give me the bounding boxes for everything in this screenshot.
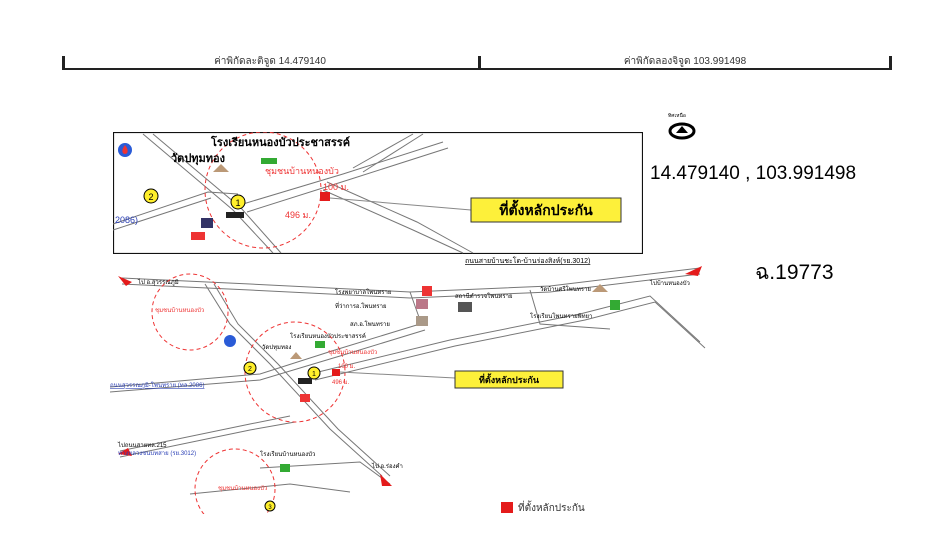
district-office-label: ที่ว่าการอ.โพนทราย <box>335 302 387 310</box>
direction-arrow-bottom <box>380 474 392 486</box>
inset-marker-2 <box>143 188 159 204</box>
to-other-label: ไป อ.ร่องคำ <box>371 462 403 470</box>
north-arrow-icon <box>668 122 696 140</box>
inset-callout-box <box>470 197 622 223</box>
temple-sri-icon <box>592 284 608 292</box>
legend-swatch <box>501 502 513 513</box>
road-bottom <box>119 415 291 452</box>
coordinates-text: 14.479140 , 103.991498 <box>650 163 857 184</box>
main-map: ถนนสายบ้านชะโด-บ้านร่องสิงห์(รย.3012) ไป… <box>110 256 706 514</box>
inset-radius-circle <box>204 132 322 249</box>
temple-label: วัดปทุมทอง <box>262 344 292 351</box>
building-icon <box>226 212 244 218</box>
main-property-marker <box>332 369 340 376</box>
main-callout-box <box>454 370 564 389</box>
community-label-1: ชุมชนบ้านหนองบัว <box>155 307 204 314</box>
coordinate-bar-tick-middle <box>478 56 481 70</box>
main-marker-1-label: 1 <box>312 371 316 378</box>
longitude-label: ค่าพิกัดลองจิจูด 103.991498 <box>623 56 747 67</box>
inset-marker-1 <box>230 194 246 210</box>
parcel-number: ฉ.19773 <box>755 261 834 284</box>
inset-property-marker <box>320 192 330 201</box>
inset-marker-1-label: 1 <box>235 198 240 208</box>
hospital-icon <box>422 286 432 296</box>
red-marker-icon <box>191 232 205 240</box>
main-marker-1 <box>307 366 321 380</box>
community-label-2: ชุมชนบ้านหนองบัว <box>328 349 377 356</box>
main-marker-2 <box>243 361 257 375</box>
main-callout-line <box>339 371 456 379</box>
direction-arrow-bottom-left <box>118 448 132 456</box>
road-bottom-2-label: ทางหลวงชนบทสาย (รย.3012) <box>118 450 196 457</box>
temple-sri-label: วัดบ้านศรีโพนทราย <box>540 285 591 293</box>
direction-arrow-right <box>685 266 702 276</box>
school-bottom-label: โรงเรียนบ้านหนองบัว <box>260 450 315 458</box>
coordinate-bar: ค่าพิกัดละติจูด 14.479140 ค่าพิกัดลองจิจ… <box>62 50 892 70</box>
road-top-label: ถนนสายบ้านชะโด-บ้านร่องสิงห์(รย.3012) <box>465 256 590 265</box>
school-nb-label: โรงเรียนหนองบัวประชาสรรค์ <box>290 332 366 340</box>
police-post-icon <box>416 316 428 326</box>
inset-callout-text: ที่ตั้งหลักประกัน <box>499 199 593 218</box>
direction-arrow-left <box>118 276 132 286</box>
main-marker-3-label: 3 <box>268 505 272 511</box>
road-main-diagonal <box>204 283 383 477</box>
inset-map: ที่ตั้งหลักประกัน โรงเรียนหนองบัวประชาสร… <box>113 132 643 254</box>
school-icon <box>261 158 277 164</box>
main-marker-3 <box>264 500 276 512</box>
inset-distance-100: 100 ม. <box>323 182 349 192</box>
temple-icon <box>213 164 229 172</box>
community-circle-3 <box>194 448 276 514</box>
temple-icon-main <box>290 352 302 359</box>
legend-label: ที่ตั้งหลักประกัน <box>518 503 585 514</box>
to-nongbua-label: ไปบ้านหนองบัว <box>649 279 690 287</box>
road-left <box>110 323 421 388</box>
school-pt-label: โรงเรียนโพนทรายพิทยา <box>530 312 592 320</box>
north-compass: ทิศเหนือ <box>664 112 700 145</box>
school-pt-icon <box>610 300 620 310</box>
coordinate-bar-tick-left <box>62 56 65 70</box>
coordinate-bar-tick-right <box>889 56 892 70</box>
road-bottom-label: ไปถนนสายทล.215 <box>117 441 167 449</box>
inset-road-label: 2086) <box>115 215 138 225</box>
main-distance-496: 496 ม. <box>332 380 350 386</box>
inset-school-label: โรงเรียนหนองบัวประชาสรรค์ <box>210 135 350 149</box>
inset-temple-label: วัดปทุมทอง <box>171 152 225 166</box>
main-marker-2-label: 2 <box>248 366 252 373</box>
hospital-label: โรงพยาบาลโพนทราย <box>335 288 391 296</box>
district-office-icon <box>416 299 428 309</box>
main-building-icon <box>298 378 312 384</box>
inset-community-label: ชุมชนบ้านหนองบัว <box>265 166 339 177</box>
inset-distance-496: 496 ม. <box>285 210 311 220</box>
gas-station-icon-main <box>224 335 236 347</box>
inset-callout-line <box>329 197 472 211</box>
community-circle-1 <box>151 273 229 351</box>
coordinate-bar-line <box>62 68 892 70</box>
inset-marker-2-label: 2 <box>148 192 153 202</box>
police-station-icon <box>458 302 472 312</box>
police-post-label: สภ.อ.โพนทราย <box>350 320 390 328</box>
main-distance-100: 100 ม. <box>338 364 356 370</box>
compass-label: ทิศเหนือ <box>668 113 686 119</box>
latitude-label: ค่าพิกัดละติจูด 14.479140 <box>214 56 326 67</box>
road-left-label: ถนนสุวรรณภูมิ-โพนทราย (ทล.2086) <box>110 381 204 389</box>
main-callout-text: ที่ตั้งหลักประกัน <box>479 373 540 385</box>
police-station-label: สถานีตำรวจโพนทราย <box>455 292 512 300</box>
post-icon <box>201 218 213 228</box>
school-nb-icon <box>315 341 325 348</box>
main-red-icon <box>300 394 310 402</box>
community-label-3: ชุมชนบ้านหนองบัว <box>218 485 267 492</box>
to-surin-label: ไป อ.สุวรรณภูมิ <box>137 278 179 286</box>
inset-road-main <box>142 133 274 254</box>
school-bottom-icon <box>280 464 290 472</box>
